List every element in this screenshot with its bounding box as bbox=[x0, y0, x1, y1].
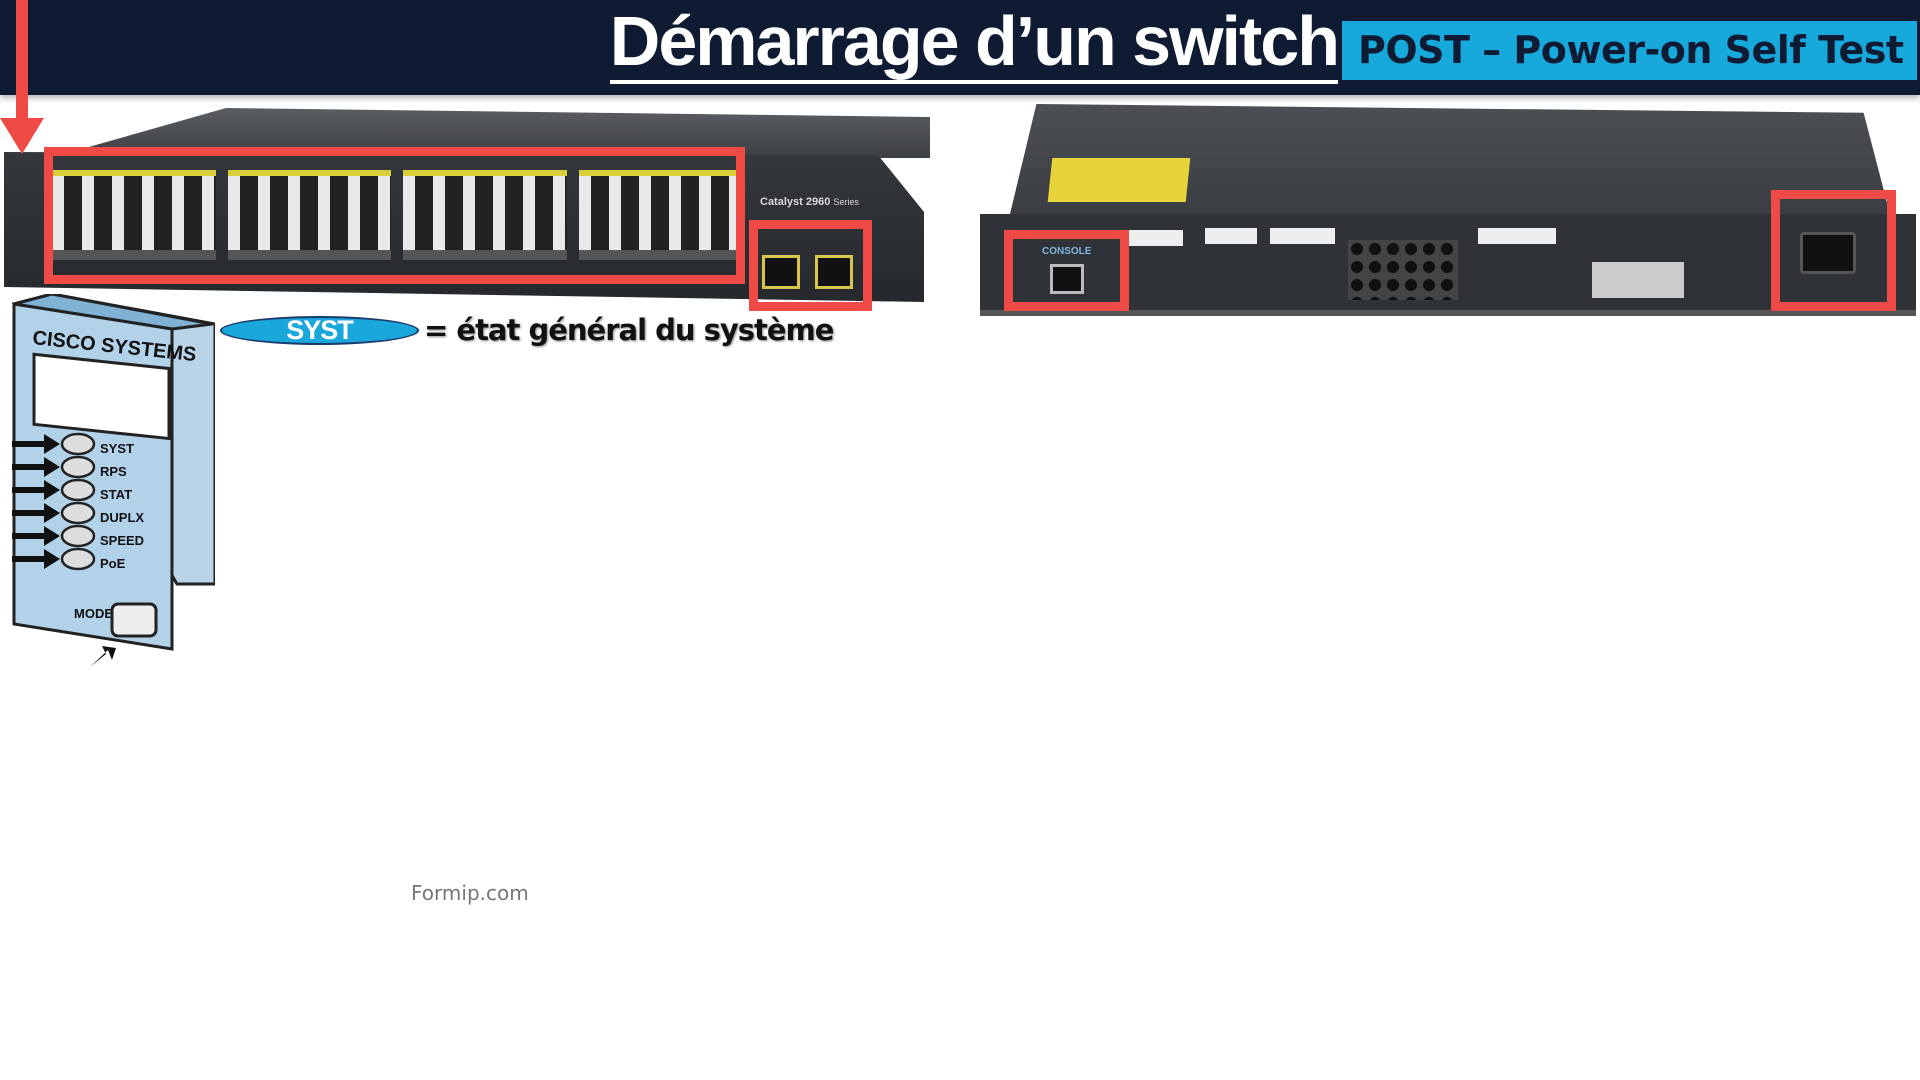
barcode-sticker bbox=[1478, 228, 1556, 244]
led-label: STAT bbox=[100, 487, 132, 502]
barcode-sticker bbox=[1128, 230, 1183, 246]
led-indicator bbox=[60, 501, 96, 525]
red-arrow-down-icon bbox=[0, 118, 44, 154]
led-arrow-shaft bbox=[12, 464, 46, 470]
led-label: SYST bbox=[100, 441, 134, 456]
uplink-port bbox=[815, 255, 853, 289]
model-label: Catalyst 2960 Series bbox=[760, 196, 859, 208]
power-socket bbox=[1800, 232, 1856, 274]
syst-description: = état général du système bbox=[424, 313, 834, 347]
red-arrow-shaft bbox=[16, 0, 28, 125]
led-arrow-shaft bbox=[12, 487, 46, 493]
led-indicator bbox=[60, 547, 96, 571]
console-label: CONSOLE bbox=[1042, 246, 1092, 257]
led-label: PoE bbox=[100, 556, 126, 571]
port-group bbox=[52, 170, 216, 260]
post-subtitle-banner: POST – Power-on Self Test bbox=[1342, 21, 1917, 80]
mode-label: MODE bbox=[74, 606, 113, 621]
led-arrow-icon bbox=[44, 434, 60, 454]
console-highlight-box bbox=[1004, 230, 1129, 311]
barcode-sticker bbox=[1205, 228, 1257, 244]
mode-button bbox=[110, 602, 158, 638]
uplink-port bbox=[762, 255, 800, 289]
led-arrow-icon bbox=[44, 457, 60, 477]
fan-vent bbox=[1348, 240, 1458, 300]
led-indicator bbox=[60, 432, 96, 456]
slide-header: Démarrage d’un switch POST – Power-on Se… bbox=[0, 0, 1920, 95]
led-indicator bbox=[60, 455, 96, 479]
led-label: DUPLX bbox=[100, 510, 144, 525]
barcode-sticker bbox=[1270, 228, 1335, 244]
warning-sticker bbox=[1047, 158, 1191, 202]
led-arrow-shaft bbox=[12, 441, 46, 447]
port-group bbox=[403, 170, 567, 260]
led-arrow-icon bbox=[44, 480, 60, 500]
ethernet-ports bbox=[52, 170, 742, 260]
rps-connector bbox=[1592, 262, 1684, 298]
led-arrow-shaft bbox=[12, 533, 46, 539]
led-label: SPEED bbox=[100, 533, 144, 548]
led-indicator bbox=[60, 478, 96, 502]
uplink-highlight-box bbox=[749, 220, 872, 311]
port-group bbox=[227, 170, 391, 260]
led-arrow-icon bbox=[44, 549, 60, 569]
led-indicator bbox=[60, 524, 96, 548]
led-arrow-icon bbox=[44, 526, 60, 546]
led-arrow-shaft bbox=[12, 510, 46, 516]
slide-title: Démarrage d’un switch bbox=[609, 2, 1340, 84]
ports-highlight-box bbox=[44, 147, 745, 284]
power-highlight-box bbox=[1771, 190, 1896, 311]
syst-led-badge: SYST bbox=[220, 316, 419, 345]
led-arrow-icon bbox=[44, 503, 60, 523]
console-port bbox=[1050, 264, 1084, 294]
led-label: RPS bbox=[100, 464, 127, 479]
port-group bbox=[578, 170, 742, 260]
watermark: Formip.com bbox=[411, 881, 529, 905]
led-arrow-shaft bbox=[12, 556, 46, 562]
